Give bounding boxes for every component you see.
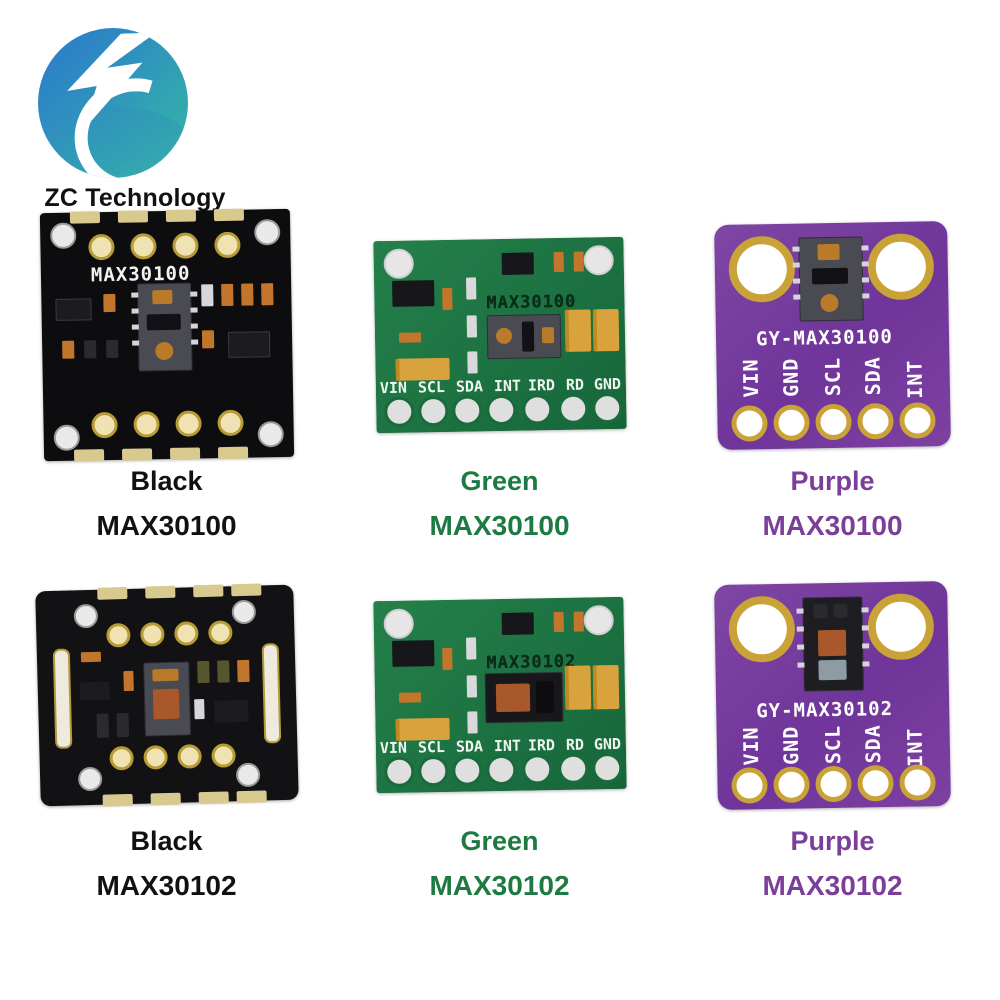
sensor-package-icon xyxy=(484,671,563,724)
pcb-purple-max30100: GY-MAX30100 VIN GND SCL SDA INT xyxy=(714,220,951,450)
caption-model-label: MAX30102 xyxy=(96,870,237,902)
product-row-max30102: Black MAX30102 MAX30102 xyxy=(0,565,1000,925)
product-cell-black-max30102: Black MAX30102 xyxy=(0,565,333,920)
product-cell-green-max30100: MAX30100 xyxy=(333,205,666,560)
caption-color-label: Green xyxy=(460,466,539,496)
caption-green-max30102: Green MAX30102 xyxy=(333,827,666,901)
castellated-edge-bottom xyxy=(73,446,263,462)
castellated-edge-top xyxy=(69,208,259,224)
sensor-package-icon xyxy=(792,235,870,322)
caption-green-max30100: Green MAX30100 xyxy=(333,467,666,541)
caption-color-label: Purple xyxy=(790,466,875,496)
caption-color-label: Green xyxy=(460,826,539,856)
caption-purple-max30102: Purple MAX30102 xyxy=(666,827,999,901)
caption-black-max30102: Black MAX30102 xyxy=(0,827,333,901)
brand-watermark: ZC Technology xyxy=(30,28,250,213)
caption-model-label: MAX30100 xyxy=(96,510,237,542)
board-image-black-max30100: MAX30100 xyxy=(0,205,333,465)
sensor-package-icon xyxy=(130,282,198,372)
board-image-black-max30102 xyxy=(0,565,333,825)
product-cell-black-max30100: MAX30100 xyxy=(0,205,333,560)
board-image-purple-max30100: GY-MAX30100 VIN GND SCL SDA INT xyxy=(666,205,999,465)
pcb-black-max30100: MAX30100 xyxy=(39,208,294,462)
silkscreen-text: GY-MAX30102 xyxy=(756,697,894,722)
silkscreen-text: MAX30102 xyxy=(485,651,576,674)
caption-color-label: Black xyxy=(130,466,203,496)
board-image-purple-max30102: GY-MAX30102 VIN GND SCL SDA INT xyxy=(666,565,999,825)
caption-color-label: Purple xyxy=(790,826,875,856)
caption-model-label: MAX30100 xyxy=(429,510,570,542)
pcb-green-max30100: MAX30100 xyxy=(372,236,627,434)
sensor-package-icon xyxy=(142,660,191,737)
board-image-green-max30100: MAX30100 xyxy=(333,205,666,465)
pcb-black-max30102 xyxy=(34,582,299,807)
pcb-purple-max30102: GY-MAX30102 VIN GND SCL SDA INT xyxy=(714,580,951,810)
caption-model-label: MAX30100 xyxy=(762,510,903,542)
product-cell-purple-max30102: GY-MAX30102 VIN GND SCL SDA INT Purp xyxy=(666,565,999,920)
silkscreen-text: GY-MAX30100 xyxy=(755,325,894,350)
caption-color-label: Black xyxy=(130,826,203,856)
caption-black-max30100: Black MAX30100 xyxy=(0,467,333,541)
board-image-green-max30102: MAX30102 xyxy=(333,565,666,825)
sensor-package-icon xyxy=(796,595,870,691)
product-row-max30100: MAX30100 xyxy=(0,205,1000,565)
caption-purple-max30100: Purple MAX30100 xyxy=(666,467,999,541)
brand-name: ZC Technology xyxy=(44,184,226,212)
product-grid: MAX30100 xyxy=(0,205,1000,925)
zc-circular-logo-icon xyxy=(38,28,188,178)
logo-wave-shape xyxy=(38,106,188,175)
pcb-green-max30102: MAX30102 xyxy=(372,596,627,794)
caption-model-label: MAX30102 xyxy=(762,870,903,902)
caption-model-label: MAX30102 xyxy=(429,870,570,902)
sensor-package-icon xyxy=(486,313,561,360)
silkscreen-text: MAX30100 xyxy=(485,291,576,314)
product-cell-purple-max30100: GY-MAX30100 VIN GND SCL SDA INT Purp xyxy=(666,205,999,560)
product-cell-green-max30102: MAX30102 xyxy=(333,565,666,920)
